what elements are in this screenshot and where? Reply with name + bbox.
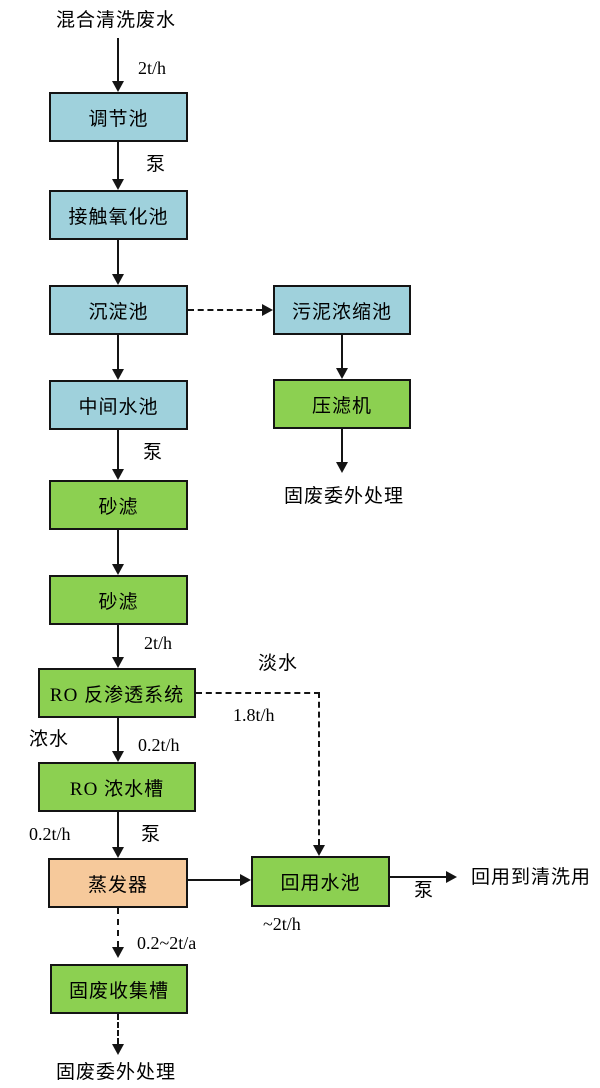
arrowhead-evaporator-to-solidtank [112, 947, 124, 958]
arrowhead-sand2-to-ro [112, 657, 124, 668]
arrowhead-concentrate-to-evaporator [112, 847, 124, 858]
label-influent: 混合清洗废水 [56, 10, 177, 31]
node-solid-waste-tank: 固废收集槽 [50, 964, 188, 1014]
arrow-line-influent-to-regulating [117, 38, 119, 81]
label-solid-out: 固废委外处理 [56, 1062, 177, 1083]
dashed-line-ro-fresh-vertical [318, 692, 320, 845]
label-pump-2: 泵 [143, 442, 164, 463]
label-concentrate-flow: 0.2t/h [138, 735, 180, 755]
arrow-line-regulating-to-oxidation [117, 142, 119, 179]
arrowhead-sedimentation-to-intermediate [112, 369, 124, 380]
label-solid-waste-rate: 0.2~2t/a [137, 933, 197, 953]
arrowhead-sand1-to-sand2 [112, 564, 124, 575]
arrow-line-sand1-to-sand2 [117, 530, 119, 564]
arrowhead-press-to-out [336, 462, 348, 473]
node-intermediate-tank: 中间水池 [49, 380, 188, 430]
label-pump-4: 泵 [414, 880, 435, 901]
label-ro-in-flow: 2t/h [144, 633, 173, 653]
arrowhead-sludge-to-press [336, 368, 348, 379]
arrow-line-oxidation-to-sedimentation [117, 240, 119, 274]
arrowhead-influent-to-regulating [112, 81, 124, 92]
arrow-line-press-to-out [341, 429, 343, 462]
arrowhead-ro-to-concentrate [112, 751, 124, 762]
arrow-line-evaporator-to-reuse [188, 879, 240, 881]
label-pump-1: 泵 [146, 154, 167, 175]
dashed-line-sedimentation-to-sludge [188, 309, 262, 311]
arrowhead-solidtank-to-out [112, 1044, 124, 1055]
label-reuse-rate: ~2t/h [263, 914, 301, 934]
dashed-line-ro-fresh-horizontal [196, 692, 320, 694]
arrowhead-regulating-to-oxidation [112, 179, 124, 190]
label-sludge-out: 固废委外处理 [284, 486, 405, 507]
arrowhead-reuse-to-out [446, 871, 457, 883]
node-evaporator: 蒸发器 [48, 858, 188, 908]
node-contact-oxidation-tank: 接触氧化池 [49, 190, 188, 240]
dashed-line-evaporator-to-solidtank [117, 908, 119, 947]
label-fresh-water-flow: 1.8t/h [233, 705, 275, 725]
arrowhead-intermediate-to-sand1 [112, 469, 124, 480]
arrow-line-intermediate-to-sand1 [117, 430, 119, 469]
arrow-line-sedimentation-to-intermediate [117, 335, 119, 369]
arrow-line-ro-to-concentrate [117, 718, 119, 751]
node-ro-system: RO 反渗透系统 [38, 668, 196, 718]
arrowhead-evaporator-to-reuse [240, 874, 251, 886]
arrowhead-sedimentation-to-sludge [262, 304, 273, 316]
label-reuse-out: 回用到清洗用 [471, 867, 592, 888]
node-ro-concentrate-tank: RO 浓水槽 [38, 762, 196, 812]
arrow-line-sand2-to-ro [117, 625, 119, 657]
arrow-line-reuse-to-out [390, 876, 446, 878]
label-evap-in-flow: 0.2t/h [29, 824, 71, 844]
label-fresh-water: 淡水 [258, 653, 299, 674]
node-sludge-thickening-tank: 污泥浓缩池 [273, 285, 411, 335]
label-pump-3: 泵 [141, 824, 162, 845]
label-concentrate: 浓水 [29, 729, 70, 750]
arrowhead-oxidation-to-sedimentation [112, 274, 124, 285]
dashed-line-solidtank-to-out [117, 1014, 119, 1044]
label-influent-flow: 2t/h [138, 58, 167, 78]
node-sand-filter-1: 砂滤 [49, 480, 188, 530]
node-filter-press: 压滤机 [273, 379, 411, 429]
node-reuse-pool: 回用水池 [251, 856, 390, 907]
arrow-line-sludge-to-press [341, 335, 343, 368]
arrow-line-concentrate-to-evaporator [117, 812, 119, 847]
node-sedimentation-tank: 沉淀池 [49, 285, 188, 335]
node-regulating-tank: 调节池 [49, 92, 188, 142]
arrowhead-fresh-to-reuse [313, 845, 325, 856]
node-sand-filter-2: 砂滤 [49, 575, 188, 625]
